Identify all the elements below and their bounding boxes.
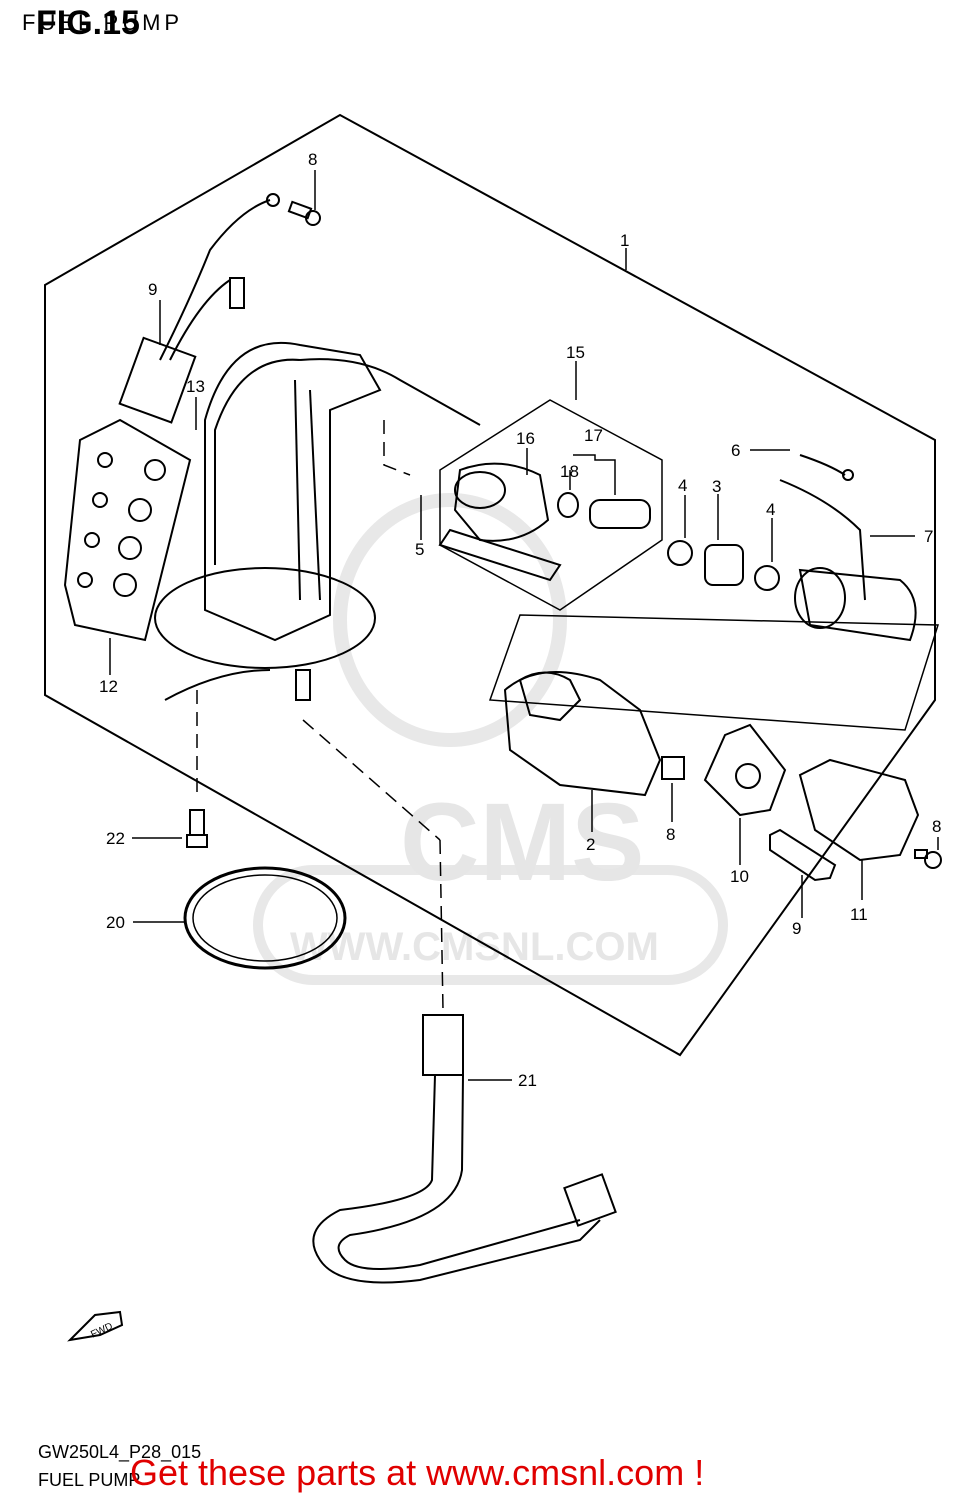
figure-label: FIG.15 bbox=[36, 4, 140, 42]
section-title: FUEL PUMP bbox=[22, 10, 184, 35]
cover-14 bbox=[63, 418, 192, 642]
diagram-code: GW250L4_P28_015 bbox=[38, 1442, 202, 1462]
callout-8-right: 8 bbox=[932, 817, 941, 836]
filter-12 bbox=[703, 723, 787, 817]
harness-connector bbox=[118, 193, 280, 424]
watermark-logo-text: CMS bbox=[400, 781, 644, 904]
callout-20: 20 bbox=[106, 913, 125, 932]
callout-10: 9 bbox=[792, 919, 801, 938]
callout-6: 6 bbox=[731, 441, 740, 460]
regulator-17 bbox=[438, 462, 562, 582]
callout-2: 2 bbox=[586, 835, 595, 854]
callout-7: 7 bbox=[924, 527, 933, 546]
o-ring-20 bbox=[183, 866, 347, 970]
callout-17: 16 bbox=[516, 429, 535, 448]
screw-8-right bbox=[914, 849, 942, 869]
callout-4-right: 4 bbox=[766, 500, 775, 519]
cover-kit-outline bbox=[488, 614, 940, 731]
bolt-22 bbox=[186, 809, 208, 848]
callout-9: 8 bbox=[666, 825, 675, 844]
assembly-lines bbox=[196, 420, 444, 1011]
callout-12: 10 bbox=[730, 867, 749, 886]
parts-18-19 bbox=[557, 492, 651, 529]
callout-8-top: 8 bbox=[308, 150, 317, 169]
cover-2 bbox=[503, 671, 662, 797]
pump-parts bbox=[667, 454, 917, 642]
fuel-hose-21 bbox=[312, 1014, 617, 1284]
get-parts-link[interactable]: Get these parts at www.cmsnl.com ! bbox=[130, 1452, 705, 1493]
fwd-label: FWD bbox=[89, 1321, 114, 1341]
screw-8-top bbox=[287, 200, 321, 226]
callout-3: 3 bbox=[712, 477, 721, 496]
fwd-arrow: FWD bbox=[67, 1310, 124, 1342]
part-9 bbox=[661, 756, 685, 780]
callout-19: 18 bbox=[560, 462, 579, 481]
callout-labels: 8 1 9 15 13 17 16 6 18 4 3 4 7 5 12 8 8 … bbox=[99, 150, 941, 1090]
cover-13 bbox=[798, 758, 920, 862]
callout-11: 9 bbox=[148, 280, 157, 299]
part-10 bbox=[769, 828, 837, 882]
assembly-outline bbox=[44, 113, 936, 1057]
callout-15: 13 bbox=[186, 377, 205, 396]
callout-4-left: 4 bbox=[678, 476, 687, 495]
callout-13: 11 bbox=[850, 905, 868, 924]
pump-bracket bbox=[154, 341, 481, 701]
callout-14: 12 bbox=[99, 677, 118, 696]
watermark-url-text: WWW.CMSNL.COM bbox=[290, 925, 659, 969]
callout-1: 1 bbox=[620, 231, 629, 250]
footer-title: FUEL PUMP bbox=[38, 1470, 141, 1490]
callout-16: 15 bbox=[566, 343, 585, 362]
callout-5: 5 bbox=[415, 540, 424, 559]
callout-21: 21 bbox=[518, 1071, 537, 1090]
callout-22: 22 bbox=[106, 829, 125, 848]
callout-18: 17 bbox=[584, 426, 603, 445]
leader-lines bbox=[109, 170, 939, 1081]
